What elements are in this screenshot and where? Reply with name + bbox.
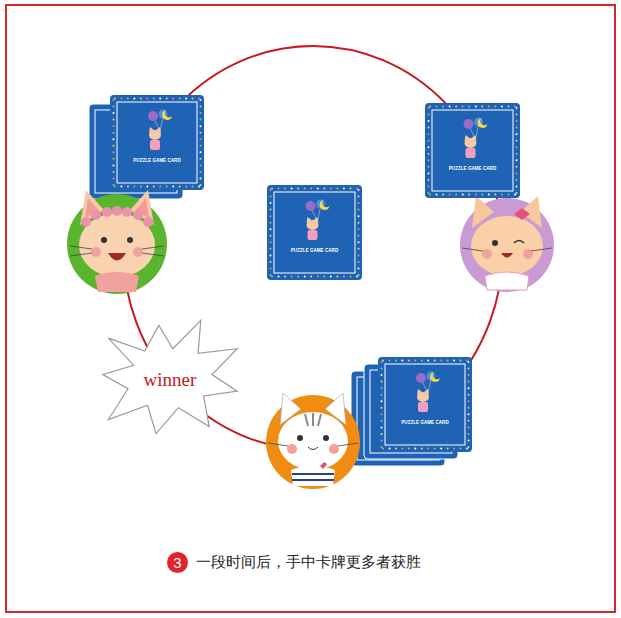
callout-number: 3 xyxy=(167,552,188,573)
game-card: PUZZLE GAME CARD xyxy=(267,185,362,280)
game-card: PUZZLE GAME CARD xyxy=(378,357,472,452)
game-card: PUZZLE GAME CARD xyxy=(425,103,520,198)
game-card: PUZZLE GAME CARD xyxy=(110,95,204,190)
card-label: PUZZLE GAME CARD xyxy=(267,248,362,254)
winner-label: winner xyxy=(100,369,240,391)
card-face xyxy=(378,357,472,452)
card-face xyxy=(267,185,362,280)
card-label: PUZZLE GAME CARD xyxy=(425,166,520,172)
card-label: PUZZLE GAME CARD xyxy=(110,158,204,164)
card-face xyxy=(110,95,204,190)
caption: 一段时间后，手中卡牌更多者获胜 xyxy=(196,552,421,572)
winner-burst: winner xyxy=(100,318,240,436)
card-label: PUZZLE GAME CARD xyxy=(378,420,472,426)
card-face xyxy=(425,103,520,198)
